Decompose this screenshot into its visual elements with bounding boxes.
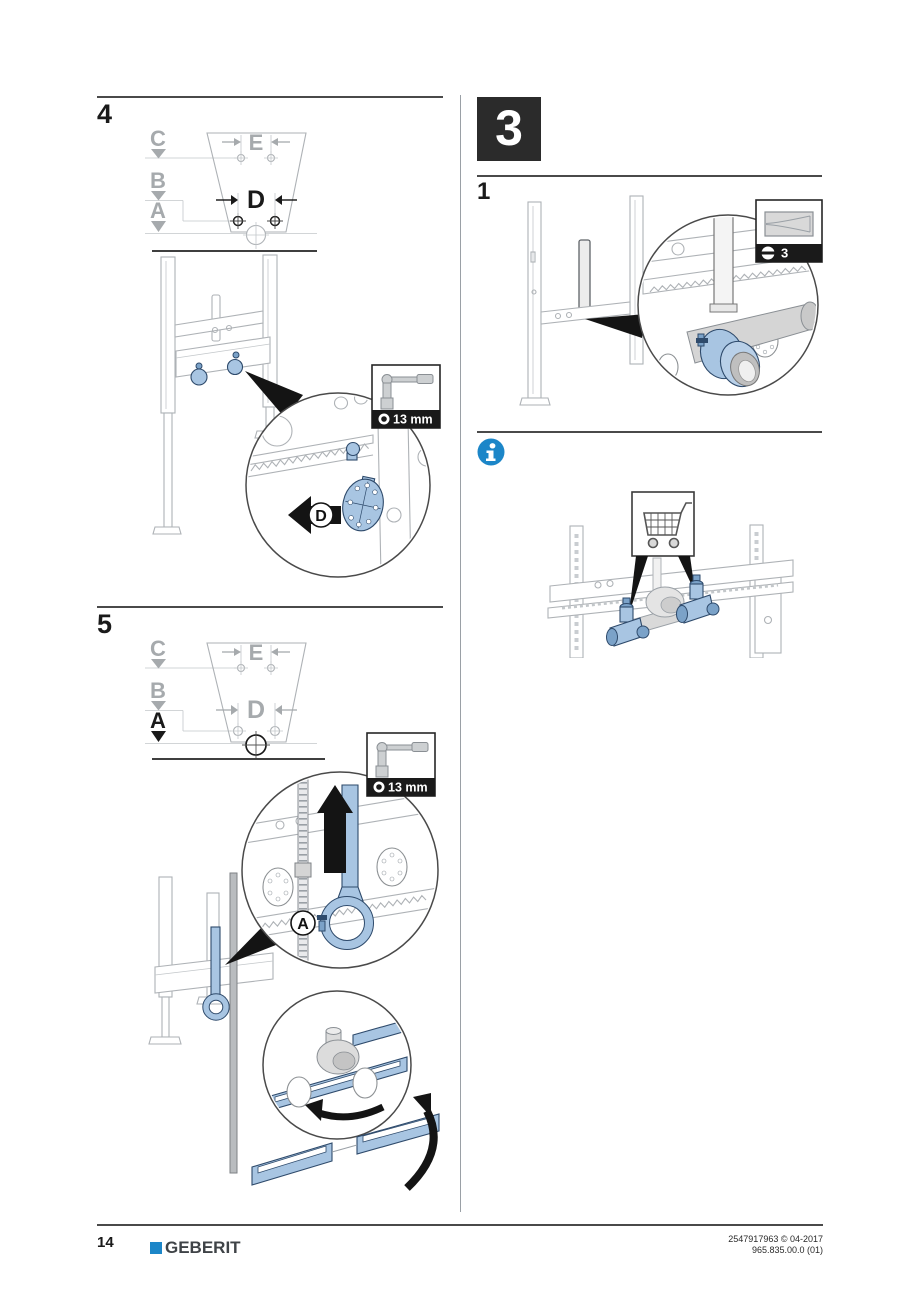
step4-illustration: E D C B A: [145, 126, 441, 578]
geberit-logo: GEBERIT: [150, 1238, 241, 1258]
step4-frame: [152, 254, 303, 535]
water-connection-left: [606, 597, 650, 647]
dim-label-C: C: [150, 126, 166, 151]
tool-size-label: 3: [781, 246, 788, 261]
adjustment-knob-right: [226, 358, 244, 376]
step1-number: 1: [477, 178, 491, 205]
water-connection-right: [676, 574, 720, 624]
doc-ref-line1: 2547917963 © 04-2017: [728, 1234, 823, 1244]
step4-number: 4: [97, 99, 113, 129]
detail-label: D: [315, 508, 327, 525]
document-reference: 2547917963 © 04-2017 965.835.00.0 (01): [593, 1234, 823, 1256]
geberit-wordmark: GEBERIT: [165, 1238, 241, 1257]
adjustment-knob-left: [190, 368, 208, 386]
step4-dimension-diagram: E D C B A: [145, 126, 317, 252]
step5-dimension-diagram: E D C B A: [145, 636, 325, 760]
step5-loose-rails: [251, 1093, 440, 1191]
tool-callout-13mm: 13 mm: [366, 732, 436, 797]
socket-wrench-icon: [380, 374, 434, 410]
doc-ref-line2: 965.835.00.0 (01): [751, 1245, 823, 1255]
cart-callout: [629, 491, 695, 614]
dim-label-A: A: [150, 708, 166, 733]
info-section-rule: [477, 431, 822, 433]
shopping-cart-icon: [643, 502, 692, 549]
dim-label-A: A: [150, 198, 166, 223]
dim-label-D: D: [247, 186, 265, 214]
direction-arrow-up: [317, 785, 353, 873]
perforated-disc: [342, 475, 384, 532]
pipe-sleeve: [696, 328, 761, 388]
step5-frame: [148, 872, 281, 1174]
section-number-box: 3: [477, 97, 541, 161]
zoom-pointer: [245, 371, 303, 418]
spare-parts-illustration: [547, 491, 794, 658]
column-divider: [460, 95, 461, 1212]
step5-zoom-detail-upper: A: [244, 774, 436, 966]
info-icon: [477, 438, 505, 466]
dim-label-B: B: [150, 678, 166, 703]
step5-zoom-detail-lower: [266, 1018, 409, 1121]
step5-rule: [97, 606, 443, 608]
step5-number: 5: [97, 609, 113, 639]
dim-label-C: C: [150, 636, 166, 661]
step1-illustration: 3: [519, 195, 823, 406]
rotate-arrow: [305, 1099, 323, 1121]
fastening-bracket: [578, 239, 591, 317]
slot-size-icon: [760, 246, 776, 260]
dim-label-E: E: [249, 640, 264, 665]
dim-label-E: E: [249, 130, 264, 155]
socket-wrench-icon: [375, 742, 429, 778]
slotted-screwdriver-icon: [764, 211, 814, 237]
tool-size-label: 13 mm: [393, 413, 433, 427]
tool-callout-screwdriver: 3: [755, 199, 823, 263]
flush-pipe: [713, 217, 734, 308]
tool-callout-13mm: 13 mm: [371, 364, 441, 429]
frame-background: [547, 524, 794, 658]
page-number: 14: [97, 1234, 114, 1251]
step4-rule: [97, 96, 443, 98]
tool-size-label: 13 mm: [388, 781, 428, 795]
geberit-logo-square: [150, 1242, 162, 1254]
fastening-strap-small: [210, 926, 221, 1000]
dim-label-B: B: [150, 168, 166, 193]
detail-label: A: [297, 916, 309, 933]
flip-arrow: [404, 1109, 438, 1191]
section3-rule: [477, 175, 822, 177]
zoom-pointer: [585, 314, 646, 338]
step5-illustration: E D C B A: [145, 636, 440, 1191]
cart-pointer-left: [629, 556, 648, 614]
step4-zoom-detail: D: [248, 395, 428, 575]
threaded-rod-small: [229, 872, 238, 1174]
dim-label-D: D: [247, 696, 265, 724]
clamp-bolt: [345, 441, 361, 457]
footer-rule: [97, 1224, 823, 1226]
